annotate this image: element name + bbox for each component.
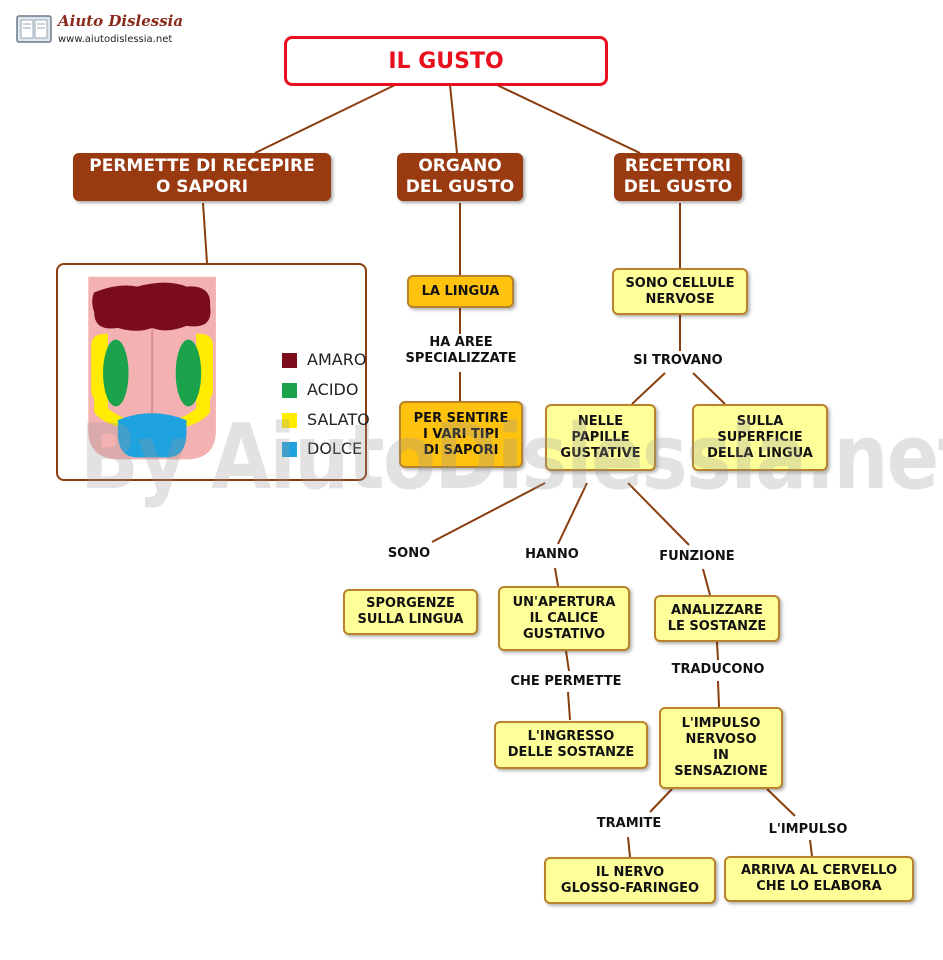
branch-organo: ORGANO DEL GUSTO	[397, 153, 523, 201]
watermark: By AiutoDislessia.net	[80, 405, 943, 510]
link-che-permette: CHE PERMETTE	[504, 674, 628, 690]
node-papille: NELLE PAPILLE GUSTATIVE	[545, 404, 656, 471]
site-url: www.aiutodislessia.net	[58, 34, 173, 45]
node-cervello: ARRIVA AL CERVELLO CHE LO ELABORA	[724, 856, 914, 902]
legend-label: DOLCE	[307, 439, 363, 458]
link-hanno: HANNO	[520, 547, 584, 563]
node-sentire: PER SENTIRE I VARI TIPI DI SAPORI	[399, 401, 523, 468]
legend-label: AMARO	[307, 350, 367, 369]
node-superficie: SULLA SUPERFICIE DELLA LINGUA	[692, 404, 828, 471]
link-traducono: TRADUCONO	[664, 662, 772, 678]
branch-recepire: PERMETTE DI RECEPIRE O SAPORI	[73, 153, 331, 201]
node-nervo: IL NERVO GLOSSO-FARINGEO	[544, 857, 716, 904]
link-tramite: TRAMITE	[589, 816, 669, 832]
node-analizzare: ANALIZZARE LE SOSTANZE	[654, 595, 780, 642]
node-apertura: UN'APERTURA IL CALICE GUSTATIVO	[498, 586, 630, 651]
node-lingua: LA LINGUA	[407, 275, 514, 308]
book-icon	[16, 15, 52, 43]
node-impulso: L'IMPULSO NERVOSO IN SENSAZIONE	[659, 707, 783, 789]
node-ingresso: L'INGRESSO DELLE SOSTANZE	[494, 721, 648, 769]
tongue-image	[88, 276, 216, 460]
node-sporgenze: SPORGENZE SULLA LINGUA	[343, 589, 478, 635]
legend-swatch	[282, 353, 297, 368]
legend-swatch	[282, 383, 297, 398]
branch-recettori: RECETTORI DEL GUSTO	[614, 153, 742, 201]
tongue-panel: AMARO ACIDO SALATO DOLCE	[56, 263, 370, 481]
site-logo[interactable]: Aiuto Dislessia www.aiutodislessia.net	[14, 10, 183, 50]
title-box: IL GUSTO	[284, 36, 608, 86]
node-cellule: SONO CELLULE NERVOSE	[612, 268, 748, 315]
legend-label: ACIDO	[307, 380, 359, 399]
legend-swatch	[282, 442, 297, 457]
link-funzione: FUNZIONE	[652, 549, 742, 565]
legend-label: SALATO	[307, 410, 370, 429]
link-impulso: L'IMPULSO	[758, 822, 858, 838]
legend-swatch	[282, 413, 297, 428]
link-si-trovano: SI TROVANO	[625, 353, 731, 369]
site-name: Aiuto Dislessia	[58, 12, 184, 30]
link-ha-aree: HA AREE SPECIALIZZATE	[396, 335, 526, 367]
link-sono: SONO	[380, 546, 438, 562]
